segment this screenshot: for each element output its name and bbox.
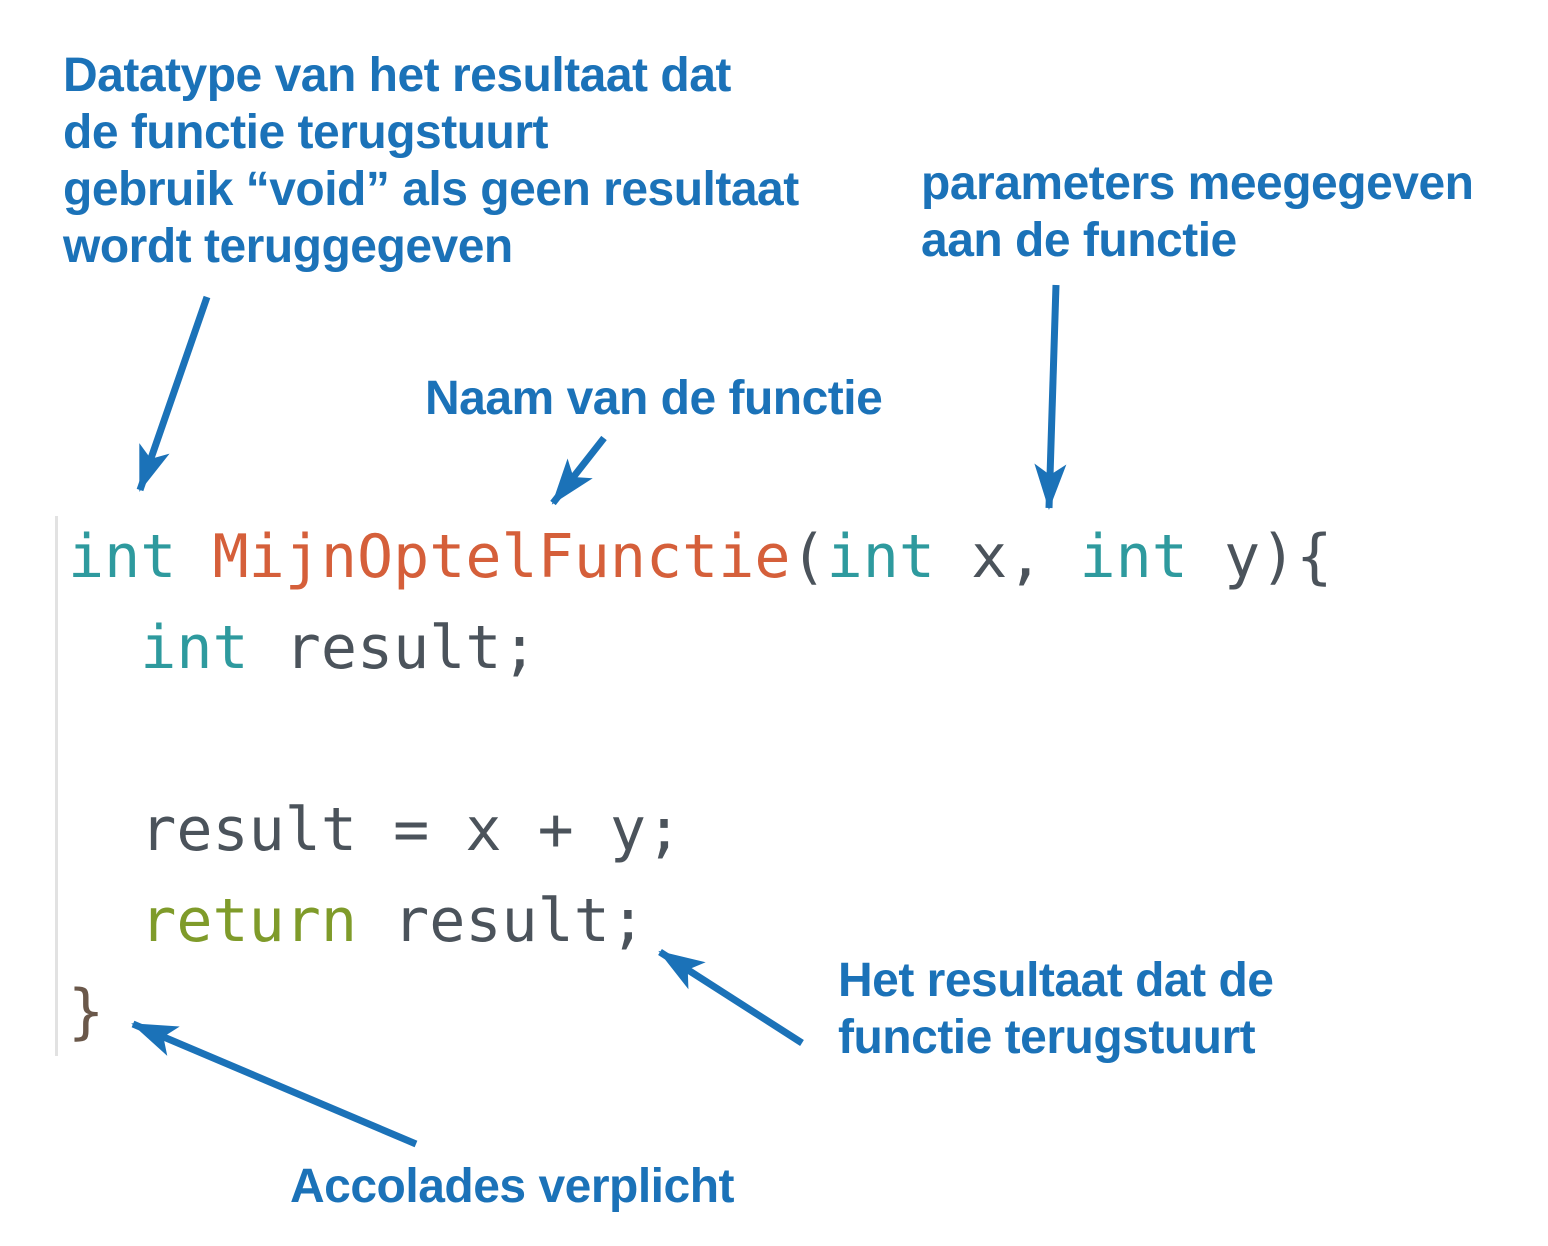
- code-token: int: [140, 613, 249, 683]
- code-line: return result;: [68, 876, 1332, 967]
- code-token: [68, 886, 140, 956]
- code-token: [176, 522, 212, 592]
- code-token: int: [826, 522, 935, 592]
- code-block: int MijnOptelFunctie(int x, int y){ int …: [68, 512, 1332, 1058]
- code-token: result = x + y;: [68, 795, 683, 865]
- code-line: [68, 694, 1332, 785]
- code-token: MijnOptelFunctie: [212, 522, 791, 592]
- annotation-return-value: Het resultaat dat de functie terugstuurt: [838, 952, 1274, 1066]
- annotation-line: wordt teruggegeven: [63, 220, 513, 273]
- code-token: int: [1079, 522, 1188, 592]
- arrow-parameters: [1034, 284, 1067, 510]
- code-token: [68, 613, 140, 683]
- annotation-line: aan de functie: [921, 214, 1237, 267]
- indent-guide-line: [55, 516, 58, 1056]
- annotation-braces: Accolades verplicht: [290, 1160, 735, 1213]
- code-line: }: [68, 967, 1332, 1058]
- code-token: y){: [1187, 522, 1333, 592]
- code-line: int result;: [68, 603, 1332, 694]
- annotation-line: Het resultaat dat de: [838, 954, 1274, 1007]
- annotation-line: functie terugstuurt: [838, 1011, 1256, 1064]
- code-line: result = x + y;: [68, 785, 1332, 876]
- arrow-function-name: [550, 435, 607, 506]
- code-token: result;: [357, 886, 646, 956]
- annotation-line: parameters meegegeven: [921, 157, 1474, 210]
- code-token: return: [140, 886, 357, 956]
- code-token: x,: [934, 522, 1080, 592]
- arrow-return-type: [136, 295, 211, 492]
- code-token: int: [68, 522, 177, 592]
- annotation-line: gebruik “void” als geen resultaat: [63, 163, 799, 216]
- annotation-line: Datatype van het resultaat dat: [63, 49, 731, 102]
- code-line: int MijnOptelFunctie(int x, int y){: [68, 512, 1332, 603]
- code-token: }: [68, 977, 105, 1047]
- annotation-function-name: Naam van de functie: [425, 372, 883, 425]
- code-token: result;: [248, 613, 538, 683]
- annotation-return-type: Datatype van het resultaat dat de functi…: [63, 47, 799, 275]
- annotation-parameters: parameters meegegeven aan de functie: [921, 155, 1474, 269]
- annotation-line: de functie terugstuurt: [63, 106, 549, 159]
- code-token: (: [790, 522, 827, 592]
